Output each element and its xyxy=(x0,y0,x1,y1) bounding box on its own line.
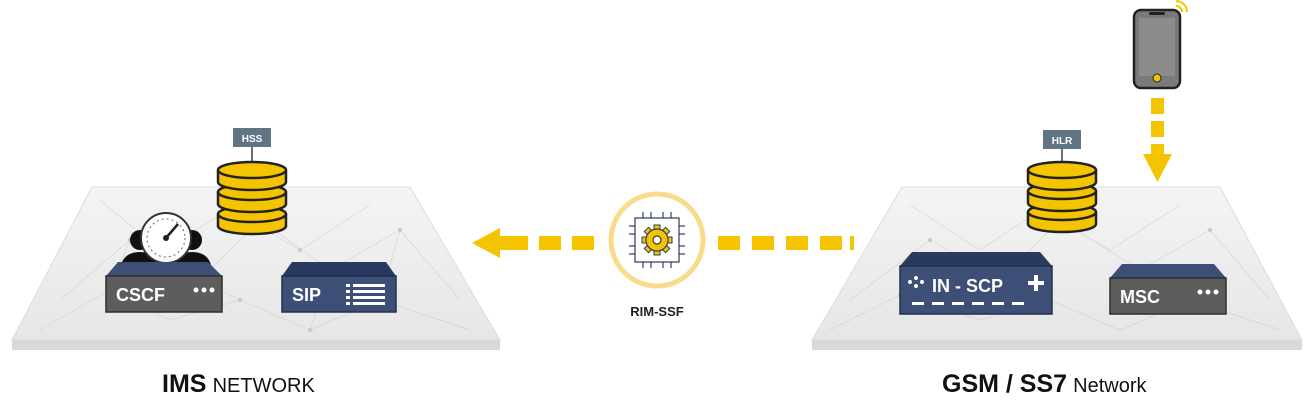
list-icon xyxy=(346,284,385,305)
mobile-phone-icon xyxy=(1132,8,1182,90)
hlr-database-icon: HLR xyxy=(1026,130,1098,234)
flow-arrow-down xyxy=(1143,98,1172,182)
msc-server-icon: MSC xyxy=(1109,264,1227,315)
ims-caption-rest: NETWORK xyxy=(212,375,315,397)
in-scp-label: IN - SCP xyxy=(932,276,1003,296)
gsm-caption-rest: Network xyxy=(1073,375,1147,397)
hlr-tag xyxy=(1043,130,1081,149)
cscf-label: CSCF xyxy=(116,285,165,305)
gauge-icon xyxy=(140,212,192,264)
rim-ssf-node: RIM-SSF xyxy=(608,191,706,319)
sip-server-icon: SIP xyxy=(281,262,397,313)
ims-caption-bold: IMS xyxy=(162,370,207,398)
wifi-signal-icon xyxy=(1175,0,1188,13)
hss-database-icon: HSS xyxy=(216,128,288,236)
ims-network-caption: IMS NETWORK xyxy=(162,370,315,399)
hss-tag xyxy=(233,128,271,147)
chip-gear-icon xyxy=(629,212,685,268)
hss-tag-label: HSS xyxy=(242,134,263,145)
msc-label: MSC xyxy=(1120,287,1160,307)
flow-arrow-left xyxy=(472,228,594,258)
cscf-server-icon: CSCF xyxy=(105,262,223,313)
in-scp-server-icon: IN - SCP xyxy=(899,252,1053,315)
rim-ssf-label: RIM-SSF xyxy=(630,304,684,319)
plus-icon xyxy=(1028,275,1044,291)
dots-icon xyxy=(908,276,924,288)
gsm-caption-bold: GSM / SS7 xyxy=(942,370,1068,398)
sip-label: SIP xyxy=(292,285,321,305)
gsm-network-caption: GSM / SS7 Network xyxy=(942,370,1147,399)
dash-row xyxy=(912,302,1024,305)
hlr-tag-label: HLR xyxy=(1052,136,1073,147)
flow-dashes-right xyxy=(718,236,854,250)
